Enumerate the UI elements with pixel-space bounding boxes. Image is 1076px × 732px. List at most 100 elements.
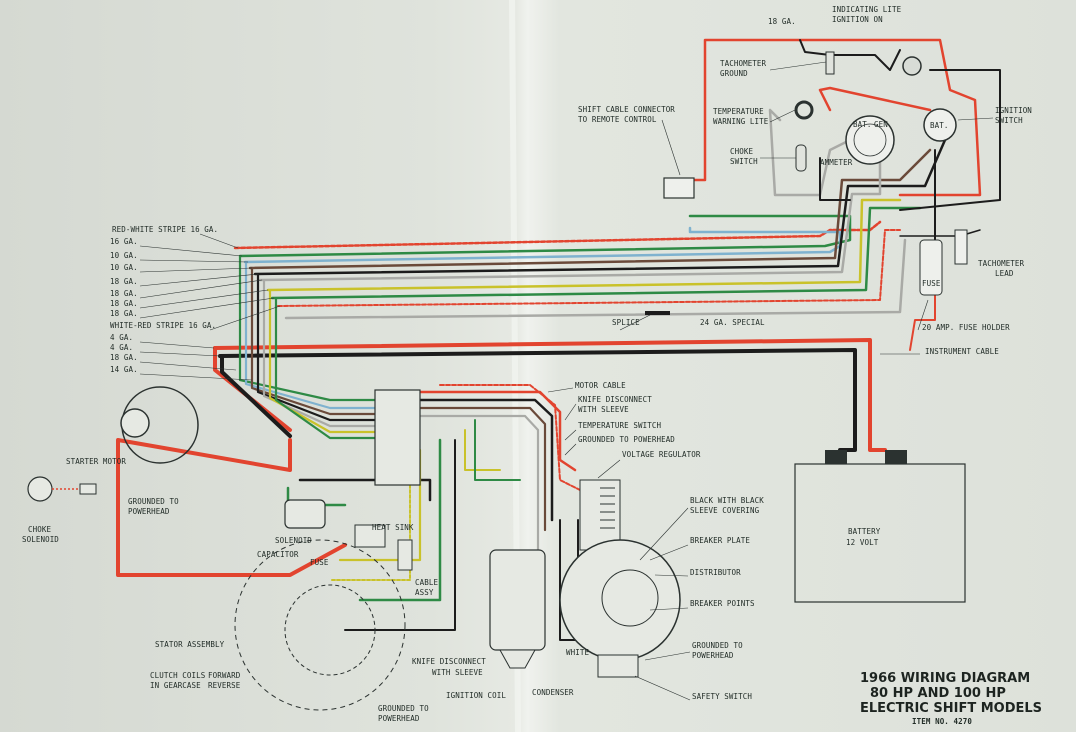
svg-text:STATOR ASSEMBLY: STATOR ASSEMBLY: [155, 640, 225, 649]
battery-terminal-neg: [825, 450, 847, 464]
svg-text:10 GA.: 10 GA.: [110, 263, 138, 272]
svg-text:SPLICE: SPLICE: [612, 318, 640, 327]
svg-text:TACHOMETER: TACHOMETER: [978, 259, 1025, 268]
svg-text:GROUNDED TO: GROUNDED TO: [378, 704, 429, 713]
svg-text:IGNITION COIL: IGNITION COIL: [446, 691, 506, 700]
svg-text:TACHOMETER: TACHOMETER: [720, 59, 767, 68]
title-block: 1966 WIRING DIAGRAM 80 HP AND 100 HP ELE…: [860, 671, 1042, 726]
svg-text:POWERHEAD: POWERHEAD: [128, 507, 170, 516]
wire-tach-red: [686, 38, 982, 197]
battery-label-2: 12 VOLT: [846, 538, 879, 547]
wire-starter-red: [116, 438, 347, 577]
svg-text:FORWARD: FORWARD: [208, 671, 241, 680]
svg-text:FUSE: FUSE: [922, 279, 941, 288]
svg-text:KNIFE DISCONNECT: KNIFE DISCONNECT: [412, 657, 486, 666]
wire-harness: [116, 38, 1001, 641]
svg-text:GROUNDED TO: GROUNDED TO: [128, 497, 179, 506]
svg-text:LEAD: LEAD: [995, 269, 1014, 278]
svg-text:HEAT SINK: HEAT SINK: [372, 523, 414, 532]
wire-green-1: [238, 214, 852, 258]
svg-text:GROUNDED TO POWERHEAD: GROUNDED TO POWERHEAD: [578, 435, 675, 444]
safety-switch: [597, 654, 639, 678]
title-line-1: 1966 WIRING DIAGRAM: [860, 671, 1030, 686]
svg-text:SLEEVE COVERING: SLEEVE COVERING: [690, 506, 760, 515]
ignition-switch: [923, 108, 957, 142]
wire-blue: [243, 226, 842, 264]
title-line-2: 80 HP AND 100 HP: [870, 686, 1006, 701]
svg-text:24 GA. SPECIAL: 24 GA. SPECIAL: [700, 318, 765, 327]
wire-brown: [248, 148, 932, 270]
cable-assy: [397, 539, 413, 571]
svg-text:BAT.: BAT.: [853, 120, 871, 129]
wire-black-1: [253, 138, 947, 276]
svg-text:IGNITION ON: IGNITION ON: [832, 15, 883, 24]
svg-text:BLACK WITH BLACK: BLACK WITH BLACK: [690, 496, 764, 505]
wire-red-heavy: [213, 338, 887, 452]
tachometer-lead: [954, 229, 968, 265]
harness-drop-black: [220, 356, 292, 438]
wire-red-white-2: [277, 229, 901, 307]
svg-text:18 GA.: 18 GA.: [110, 289, 138, 298]
svg-text:CHOKE: CHOKE: [28, 525, 51, 534]
svg-text:BREAKER POINTS: BREAKER POINTS: [690, 599, 755, 608]
svg-text:10 GA.: 10 GA.: [110, 251, 138, 260]
svg-text:REVERSE: REVERSE: [208, 681, 241, 690]
svg-text:CLUTCH COILS: CLUTCH COILS: [150, 671, 206, 680]
svg-text:POWERHEAD: POWERHEAD: [378, 714, 420, 723]
wire-black-heavy: [218, 348, 857, 452]
svg-text:WHITE: WHITE: [566, 648, 589, 657]
svg-text:WARNING LITE: WARNING LITE: [713, 117, 769, 126]
shift-cable-connector: [663, 177, 695, 199]
ammeter-gauge: [845, 115, 895, 165]
svg-text:SWITCH: SWITCH: [995, 116, 1023, 125]
leader-lines: [139, 61, 994, 701]
svg-text:FUSE: FUSE: [310, 558, 329, 567]
wire-gray-2: [284, 238, 907, 320]
choke-solenoid: [27, 476, 53, 502]
tachometer-ground: [825, 51, 835, 75]
indicating-lite: [902, 56, 922, 76]
svg-text:IN GEARCASE: IN GEARCASE: [150, 681, 201, 690]
battery-terminal-pos: [885, 450, 907, 464]
svg-text:RED-WHITE STRIPE 16 GA.: RED-WHITE STRIPE 16 GA.: [112, 225, 218, 234]
fuse-holder: [919, 239, 943, 296]
regulator-fins: [600, 487, 615, 529]
ignition-coil-cap: [499, 649, 536, 669]
wire-yellow: [266, 198, 902, 292]
svg-text:18 GA.: 18 GA.: [110, 353, 138, 362]
svg-text:SHIFT CABLE CONNECTOR: SHIFT CABLE CONNECTOR: [578, 105, 675, 114]
title-line-3: ELECTRIC SHIFT MODELS: [860, 701, 1042, 716]
svg-text:CHOKE: CHOKE: [730, 147, 753, 156]
svg-text:14 GA.: 14 GA.: [110, 365, 138, 374]
wire-gray-1: [258, 148, 882, 282]
svg-text:TO REMOTE CONTROL: TO REMOTE CONTROL: [578, 115, 657, 124]
svg-text:18 GA.: 18 GA.: [110, 277, 138, 286]
choke-solenoid-plug: [79, 483, 97, 495]
svg-text:18 GA.: 18 GA.: [768, 17, 796, 26]
svg-text:BREAKER PLATE: BREAKER PLATE: [690, 536, 750, 545]
heat-sink: [354, 524, 386, 548]
svg-text:4 GA.: 4 GA.: [110, 333, 133, 342]
svg-text:TEMPERATURE SWITCH: TEMPERATURE SWITCH: [578, 421, 661, 430]
svg-text:GEN: GEN: [874, 120, 888, 129]
svg-text:MOTOR CABLE: MOTOR CABLE: [575, 381, 626, 390]
ignition-coil: [489, 549, 546, 651]
svg-text:BAT.: BAT.: [930, 121, 948, 130]
svg-text:GROUND: GROUND: [720, 69, 748, 78]
svg-text:SOLENOID: SOLENOID: [22, 535, 59, 544]
svg-text:GROUNDED TO: GROUNDED TO: [692, 641, 743, 650]
svg-text:ASSY: ASSY: [415, 588, 434, 597]
solenoid: [284, 499, 326, 529]
svg-text:16 GA.: 16 GA.: [110, 237, 138, 246]
battery-label-1: BATTERY: [848, 527, 881, 536]
wire-green-2: [270, 206, 922, 300]
svg-text:INDICATING LITE: INDICATING LITE: [832, 5, 902, 14]
voltage-regulator: [579, 479, 621, 551]
svg-text:CABLE: CABLE: [415, 578, 438, 587]
svg-text:TEMPERATURE: TEMPERATURE: [713, 107, 764, 116]
battery: [794, 463, 966, 603]
wire-red-white: [233, 220, 882, 250]
svg-text:WITH SLEEVE: WITH SLEEVE: [432, 668, 483, 677]
stator-assembly: [234, 539, 406, 711]
